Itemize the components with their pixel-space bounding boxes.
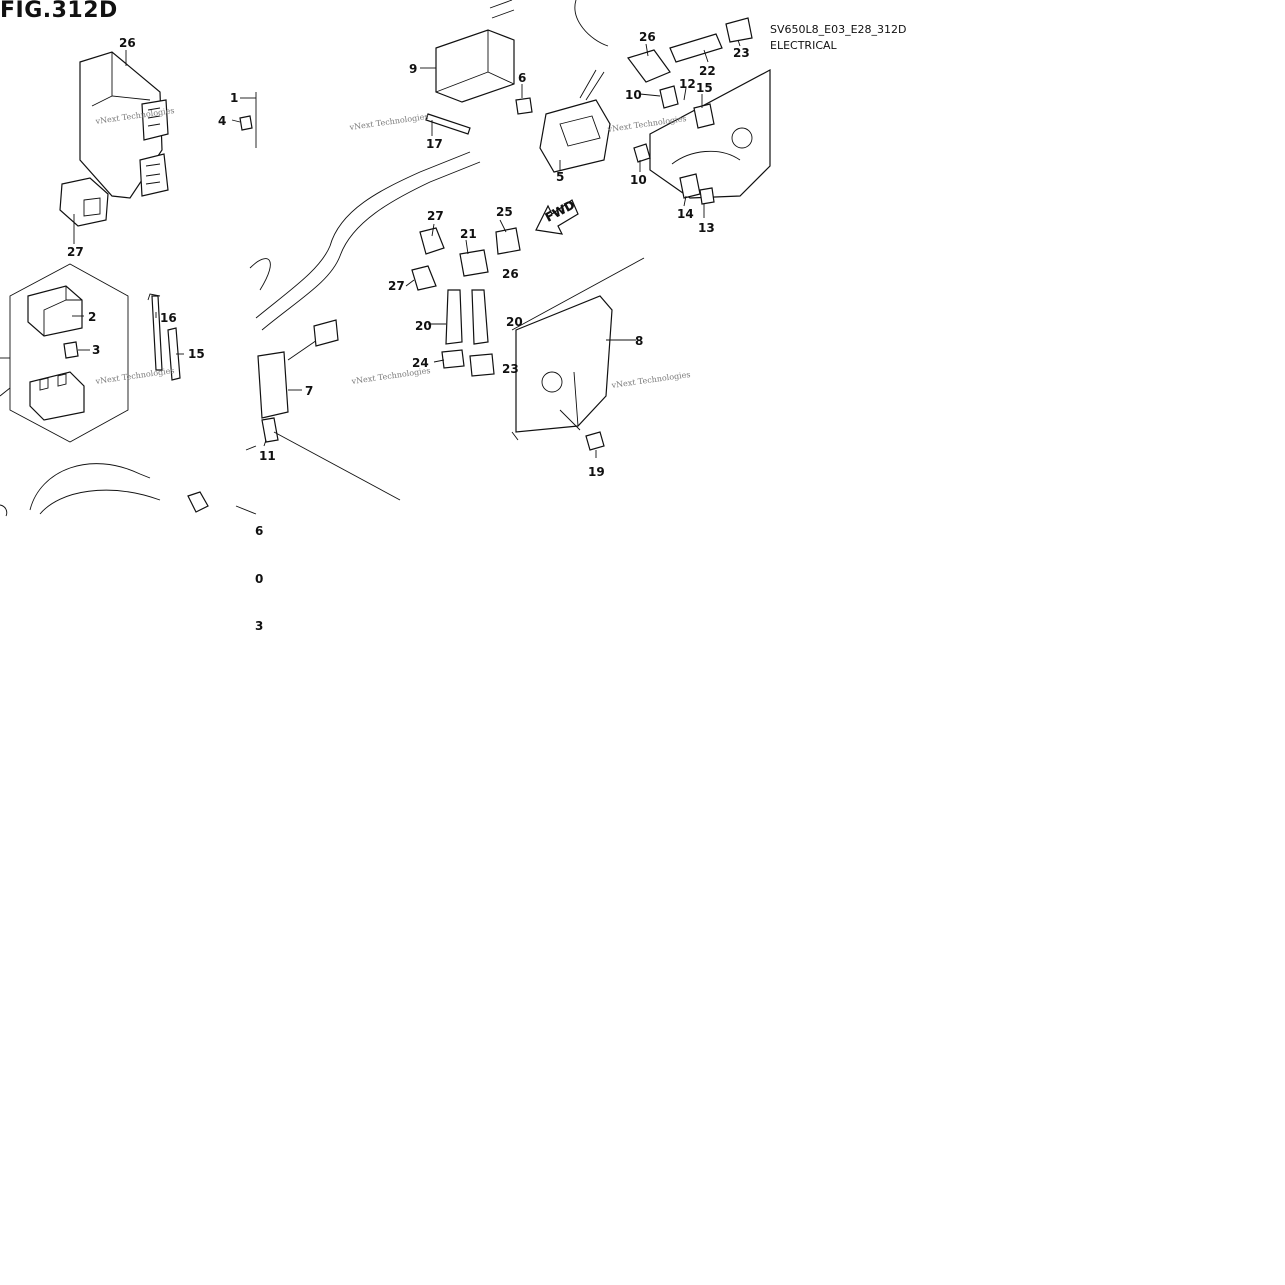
callout-21: 20 xyxy=(415,319,432,333)
callout-7: 7 xyxy=(305,384,313,398)
edge-fragment: 0 xyxy=(255,572,263,586)
callout-29: 27 xyxy=(67,245,84,259)
ecu-unit xyxy=(79,51,169,199)
bracket-right xyxy=(649,69,771,199)
callout-10-lower: 10 xyxy=(630,173,647,187)
callout-3: 3 xyxy=(92,343,100,357)
figure-code: SV650L8_E03_E28_312D xyxy=(770,23,907,36)
callout-13: 13 xyxy=(698,221,715,235)
callout-22: 21 xyxy=(460,227,477,241)
callout-20-upper: 22 xyxy=(699,64,716,78)
callout-27-lower: 27 xyxy=(388,279,405,293)
callout-16: 15 xyxy=(188,347,205,361)
watermark: vNext Technologies xyxy=(94,366,175,386)
connector-29 xyxy=(59,177,109,227)
callout-6: 6 xyxy=(518,71,526,85)
plug-caps xyxy=(411,227,521,377)
relay-2 xyxy=(27,285,83,337)
screw-4 xyxy=(239,115,253,131)
callout-11: 11 xyxy=(259,449,276,463)
figure-meta: SV650L8_E03_E28_312D ELECTRICAL xyxy=(770,22,907,54)
watermark: vNext Technologies xyxy=(610,370,691,390)
cable-loop xyxy=(0,463,209,517)
regulator-5 xyxy=(539,69,611,173)
callout-20-lower: 20 xyxy=(506,315,523,329)
callout-10-upper: 10 xyxy=(625,88,642,102)
callout-numbers: 26 27 2 3 16 15 1 4 9 17 6 5 27 21 25 26… xyxy=(67,30,750,479)
watermark: vNext Technologies xyxy=(348,112,429,132)
fuse-3 xyxy=(63,341,79,359)
callout-14: 14 xyxy=(677,207,694,221)
callout-12: 12 xyxy=(679,77,696,91)
edge-fragment: 3 xyxy=(255,619,263,633)
callout-17: 16 xyxy=(160,311,177,325)
bracket-8 xyxy=(511,257,645,441)
starter-relay xyxy=(29,371,85,421)
spark-plug-cap-26 xyxy=(574,0,753,83)
edge-fragment: 6 xyxy=(255,524,263,538)
cable-tie-17 xyxy=(147,293,163,371)
callout-8: 8 xyxy=(635,334,643,348)
bolt-18 xyxy=(425,113,471,135)
nut-19 xyxy=(585,431,605,451)
callout-28: 26 xyxy=(119,36,136,50)
harness-cables xyxy=(249,151,481,331)
callout-24: 24 xyxy=(412,356,429,370)
callout-26-upper: 26 xyxy=(639,30,656,44)
spacer-11 xyxy=(261,417,279,443)
clamp-16 xyxy=(167,327,181,381)
panel-guide-lines xyxy=(235,92,401,515)
relay-box-outline xyxy=(0,263,129,443)
callout-26-lower: 26 xyxy=(502,267,519,281)
edge-fragments: 6 0 3 xyxy=(255,524,263,633)
ignition-coil-9 xyxy=(435,0,515,103)
callout-23-lower: 23 xyxy=(502,362,519,376)
bolt-6 xyxy=(515,97,533,115)
callout-25: 25 xyxy=(496,205,513,219)
fwd-arrow xyxy=(535,199,579,235)
grommet-set xyxy=(633,85,715,205)
callout-5: 5 xyxy=(556,170,564,184)
coil-7 xyxy=(257,319,339,419)
leader-lines xyxy=(72,39,741,458)
callout-2: 2 xyxy=(88,310,96,324)
callout-9: 9 xyxy=(409,62,417,76)
callout-18: 17 xyxy=(426,137,443,151)
callout-19: 19 xyxy=(588,465,605,479)
callout-27-upper: 27 xyxy=(427,209,444,223)
callout-15: 15 xyxy=(696,81,713,95)
callout-4: 4 xyxy=(218,114,226,128)
figure-title: FIG.312D xyxy=(0,0,118,23)
figure-section: ELECTRICAL xyxy=(770,39,837,52)
callout-23-upper: 23 xyxy=(733,46,750,60)
callout-1: 1 xyxy=(230,91,238,105)
